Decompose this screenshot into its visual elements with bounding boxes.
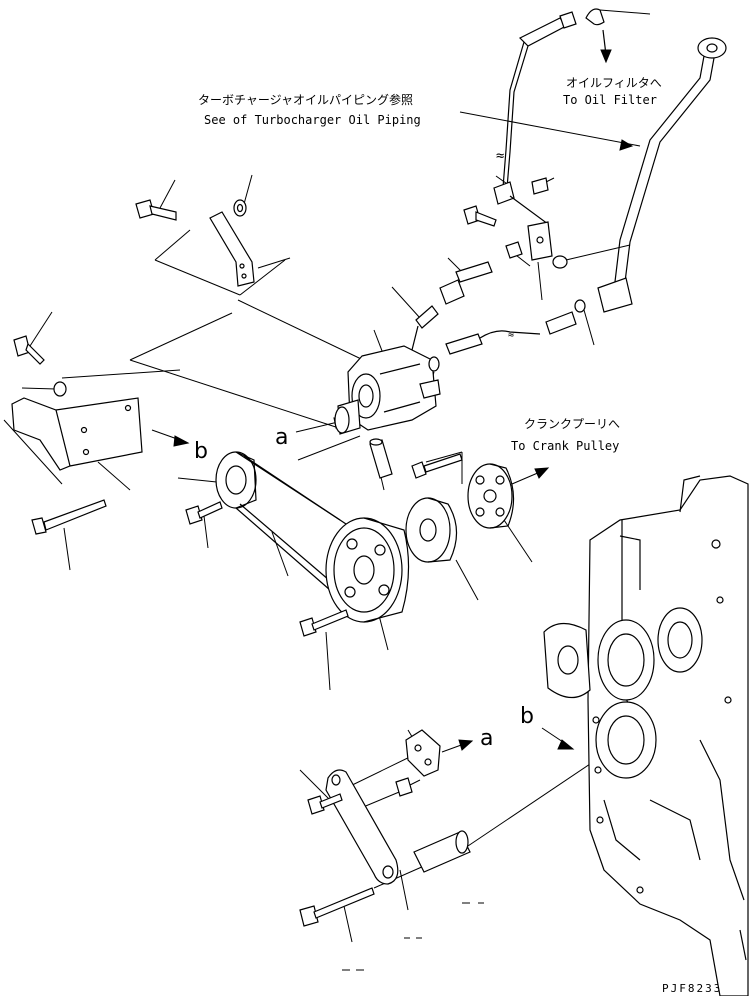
bolt-clamp xyxy=(531,177,549,195)
bolt-left-long xyxy=(31,499,107,535)
large-pulley xyxy=(325,517,410,623)
bolt-arm-upper xyxy=(307,793,343,815)
reference-letter-b-upper: b xyxy=(194,439,208,464)
washer-pipe xyxy=(428,299,586,372)
bolt-upper-left xyxy=(135,199,177,221)
turbo-note-en: See of Turbocharger Oil Piping xyxy=(204,113,421,127)
tension-plate xyxy=(405,729,441,777)
spacer-tube-small xyxy=(369,438,393,479)
nut-pipe xyxy=(505,241,523,259)
bolt-pipe-bracket xyxy=(463,205,497,227)
assembly-lines xyxy=(3,229,597,889)
oil-filter-note-en: To Oil Filter xyxy=(563,93,657,107)
reference-letter-a-lower: a xyxy=(480,726,493,751)
adjust-arm xyxy=(325,769,399,885)
crank-spacer xyxy=(405,497,458,563)
drawing-code: PJF8233 xyxy=(662,982,722,995)
reference-letter-b-lower: b xyxy=(520,704,534,729)
upper-bracket xyxy=(209,211,255,287)
bolt-plate xyxy=(395,777,413,797)
reference-letter-a-upper: a xyxy=(275,425,288,450)
pipe-bracket xyxy=(527,221,553,261)
crank-pulley-note-en: To Crank Pulley xyxy=(511,439,619,453)
turbo-note-jp: ターボチャージャオイルパイピング参照 xyxy=(198,92,413,107)
bolt-arm-lower xyxy=(299,887,375,927)
washer-upper xyxy=(233,199,247,217)
dash-marks xyxy=(342,902,484,971)
oil-filter-note-jp: オイルフィルタへ xyxy=(566,76,662,90)
crank-adapter xyxy=(467,463,515,529)
pipe-fitting-upper xyxy=(411,261,493,351)
left-bracket xyxy=(11,397,143,471)
oil-pipe-right xyxy=(597,37,727,313)
oil-pipe-upper: ≈ xyxy=(496,8,605,201)
svg-text:≈: ≈ xyxy=(508,330,514,341)
washer-left xyxy=(53,381,67,397)
spacer-tube-large xyxy=(413,830,471,873)
small-pulley xyxy=(215,451,257,509)
compressor-unit xyxy=(334,345,441,435)
bolt-small-pulley xyxy=(185,501,223,525)
pipe-fitting-lower: ≈ xyxy=(445,311,577,355)
bolt-large-pulley xyxy=(299,609,349,637)
bolt-left-top xyxy=(13,335,45,365)
v-belt xyxy=(235,451,347,591)
bolt-crank xyxy=(411,453,463,479)
leader-lines xyxy=(21,111,641,943)
svg-text:≈: ≈ xyxy=(496,148,504,164)
nut-right xyxy=(552,255,568,269)
crank-pulley-note-jp: クランクプーリへ xyxy=(524,417,620,431)
engine-front-cover xyxy=(543,475,749,997)
